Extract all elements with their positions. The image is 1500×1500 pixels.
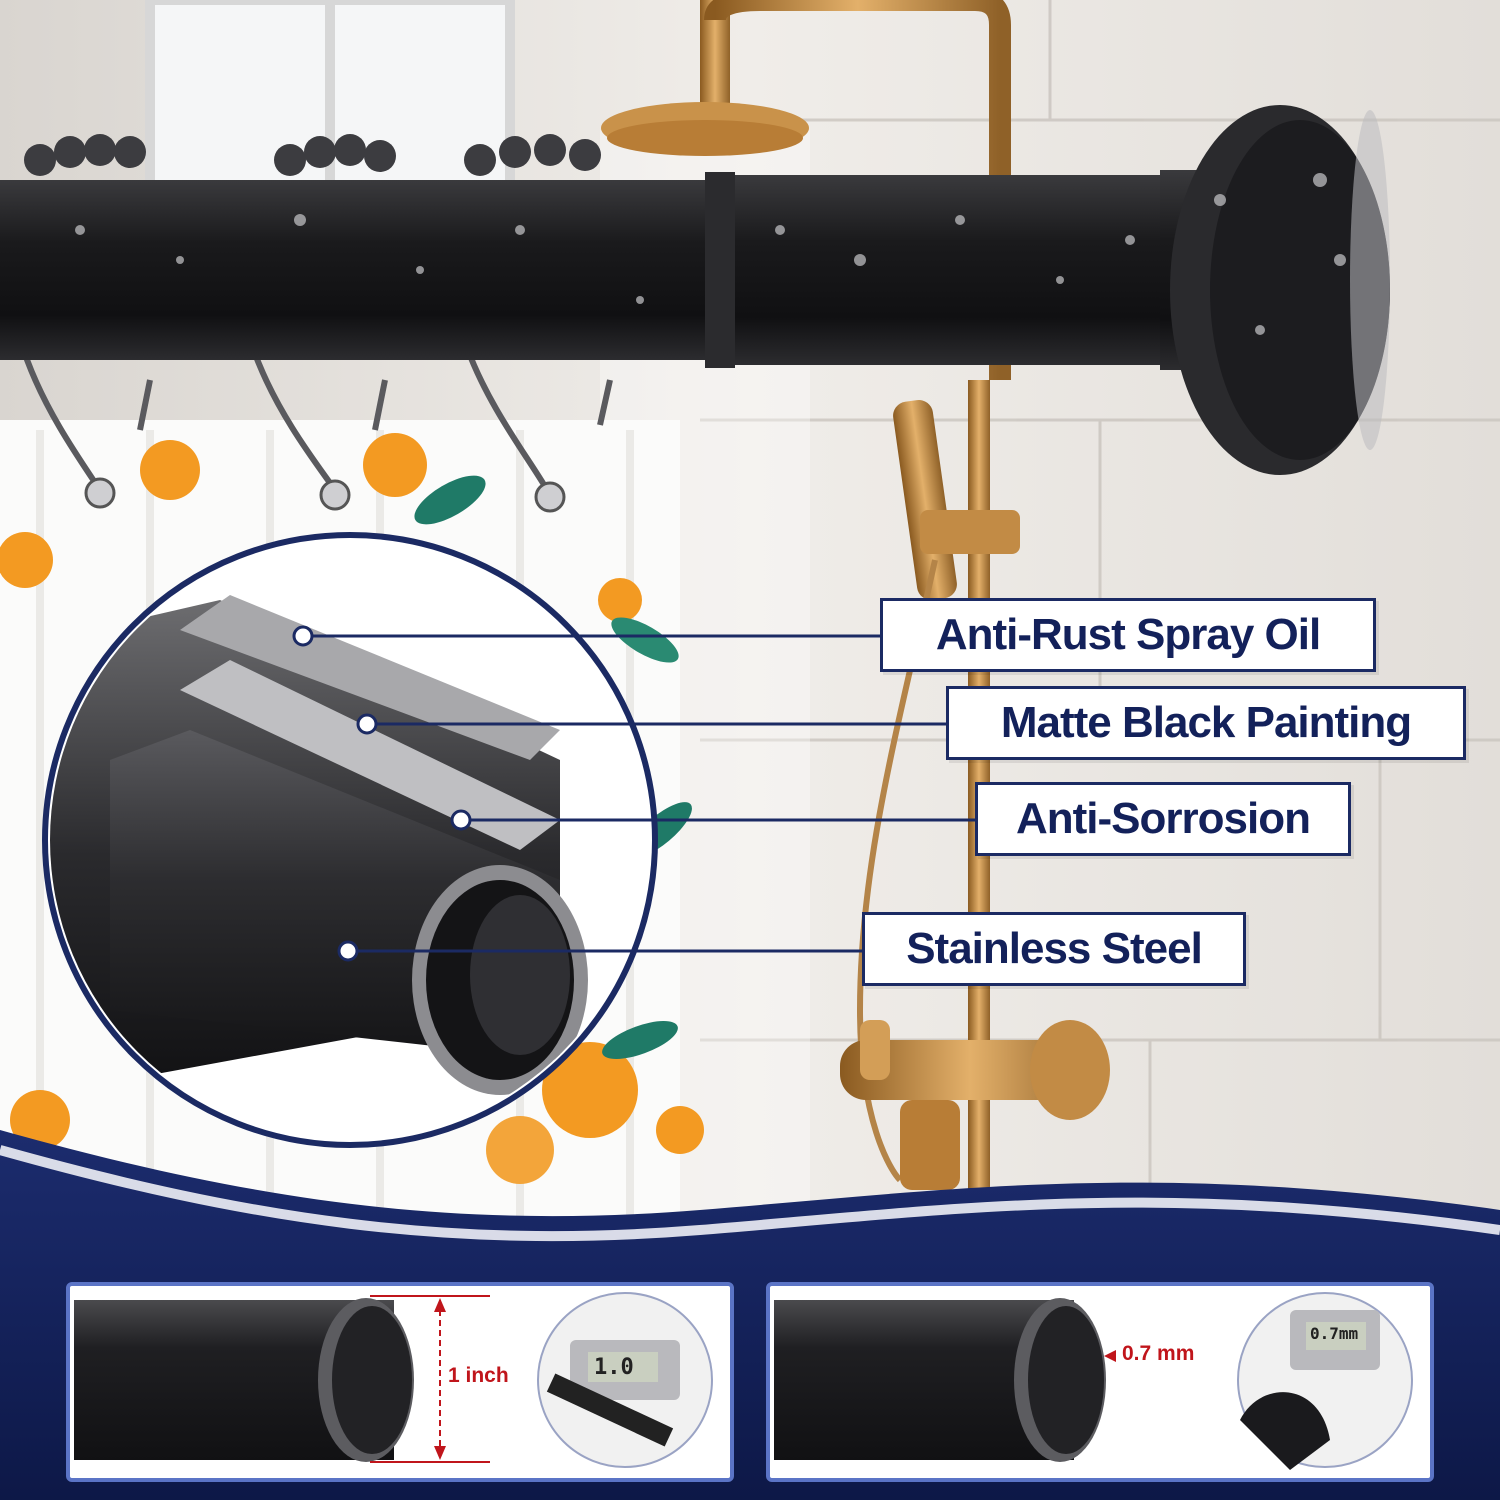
diameter-label: 1 inch (448, 1364, 509, 1387)
callout-anti-rust-text: Anti-Rust Spray Oil (935, 610, 1321, 659)
callout-anti-rust-spray-oil: Anti-Rust Spray Oil (880, 598, 1376, 672)
thickness-label: 0.7 mm (1122, 1342, 1195, 1365)
diameter-panel (66, 1282, 734, 1482)
caliper-thickness-readout: 0.7mm (1310, 1324, 1359, 1343)
caliper-diameter-readout: 1.0 (594, 1355, 634, 1380)
callout-matte-black-painting: Matte Black Painting (946, 686, 1466, 760)
callout-stainless-text: Stainless Steel (906, 924, 1203, 973)
callout-matte-black-text: Matte Black Painting (1000, 698, 1412, 747)
thickness-panel (766, 1282, 1434, 1482)
callout-anti-corrosion-text: Anti-Sorrosion (1016, 794, 1311, 843)
callout-stainless-steel: Stainless Steel (862, 912, 1246, 986)
callout-anti-corrosion: Anti-Sorrosion (975, 782, 1351, 856)
